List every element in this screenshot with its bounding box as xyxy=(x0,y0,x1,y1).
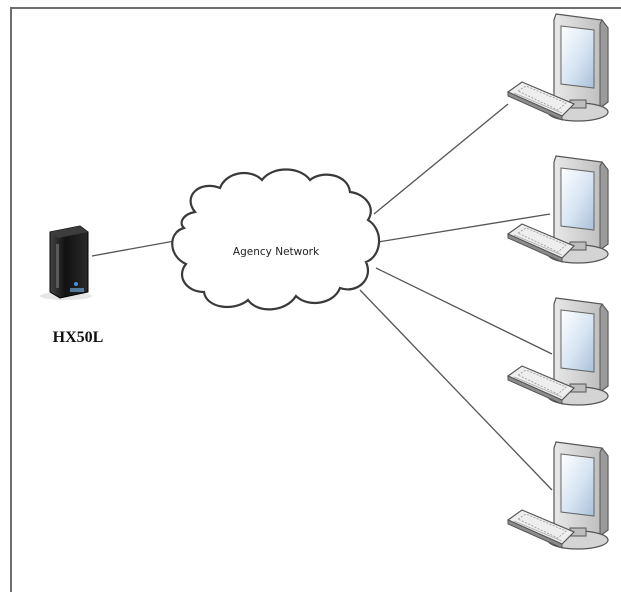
desktop-computer-icon xyxy=(507,441,609,550)
network-cloud: Agency Network xyxy=(171,168,381,311)
client-computer-2 xyxy=(507,155,609,264)
client-computer-1 xyxy=(507,13,609,122)
client-computers xyxy=(507,13,609,550)
hx50l-device: HX50L xyxy=(40,225,104,346)
link-cloud-pc-4 xyxy=(359,289,553,491)
link-cloud-pc-3 xyxy=(375,267,553,355)
connection-lines xyxy=(91,103,553,491)
cloud-label: Agency Network xyxy=(233,246,320,258)
desktop-computer-icon xyxy=(507,297,609,406)
desktop-computer-icon xyxy=(507,13,609,122)
cloud-icon xyxy=(171,168,381,311)
link-device-cloud xyxy=(91,239,181,257)
client-computer-3 xyxy=(507,297,609,406)
server-tower-icon xyxy=(40,225,92,300)
client-computer-4 xyxy=(507,441,609,550)
device-label: HX50L xyxy=(53,329,104,346)
desktop-computer-icon xyxy=(507,155,609,264)
diagram-frame xyxy=(10,7,621,592)
link-cloud-pc-1 xyxy=(373,103,509,215)
link-cloud-pc-2 xyxy=(377,213,551,243)
